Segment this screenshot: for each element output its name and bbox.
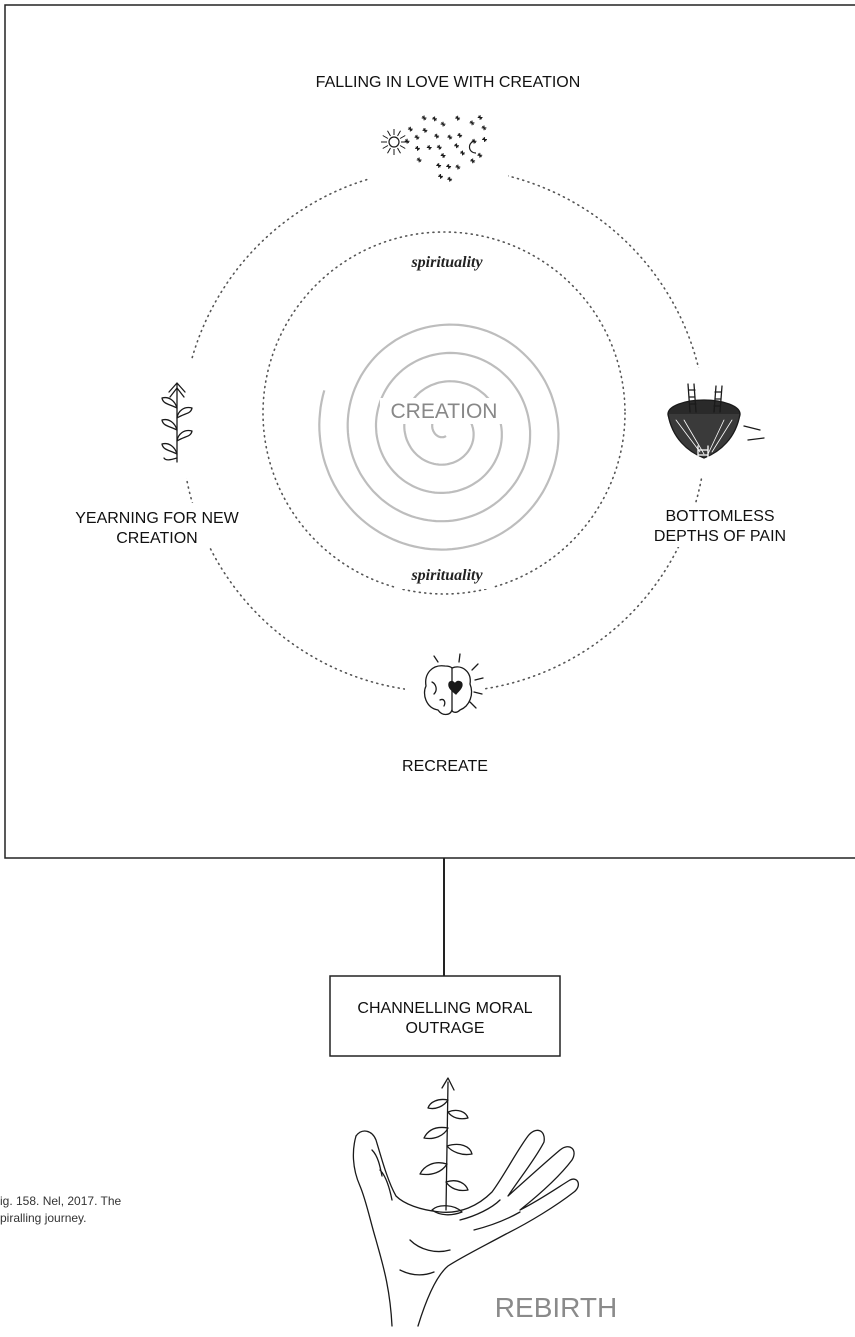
stage-bottomless-line1: BOTTOMLESS bbox=[665, 508, 774, 525]
star-mark bbox=[446, 164, 452, 169]
star-mark bbox=[426, 145, 432, 150]
star-mark bbox=[422, 127, 428, 133]
outrage-line1: CHANNELLING MORAL bbox=[357, 1000, 532, 1017]
spirituality-top-label: spirituality bbox=[410, 254, 483, 271]
arrow-sprout-icon bbox=[161, 382, 193, 463]
star-mark bbox=[455, 164, 461, 170]
stage-recreate: RECREATE bbox=[402, 758, 488, 775]
star-mark bbox=[460, 150, 465, 156]
stage-falling-in-love: FALLING IN LOVE WITH CREATION bbox=[316, 74, 581, 91]
star-mark bbox=[457, 132, 463, 138]
star-mark bbox=[469, 120, 475, 126]
brain-heart-icon bbox=[423, 653, 484, 716]
sun-ray bbox=[397, 147, 401, 154]
center-creation-label: CREATION bbox=[391, 400, 498, 423]
star-mark bbox=[481, 125, 487, 131]
star-mark bbox=[434, 133, 440, 139]
star-mark bbox=[438, 173, 443, 179]
star-mark bbox=[440, 153, 446, 158]
channelling-outrage-box: CHANNELLING MORAL OUTRAGE bbox=[329, 975, 561, 1057]
star-mark bbox=[436, 144, 442, 150]
sun-ray bbox=[387, 130, 391, 137]
star-mark bbox=[447, 134, 453, 140]
star-mark bbox=[416, 157, 422, 163]
pit-with-ladders-icon bbox=[667, 383, 765, 459]
rebirth-label: REBIRTH bbox=[495, 1292, 617, 1323]
star-mark bbox=[432, 116, 438, 122]
star-mark bbox=[407, 126, 413, 132]
diagram-frame bbox=[4, 4, 855, 859]
stars-heart-icon bbox=[381, 115, 487, 182]
star-mark bbox=[404, 138, 410, 144]
inner-spirituality-circle bbox=[262, 231, 626, 595]
star-mark bbox=[477, 152, 483, 158]
hand-holding-seedling-icon bbox=[352, 1077, 580, 1327]
spirituality-bottom-label: spirituality bbox=[410, 567, 483, 584]
star-mark bbox=[454, 143, 459, 149]
sun-ray bbox=[397, 130, 401, 137]
star-mark bbox=[415, 145, 420, 151]
star-mark bbox=[414, 134, 420, 140]
sun-ray bbox=[387, 147, 391, 154]
sun-ray bbox=[382, 135, 389, 139]
sun-ray bbox=[399, 145, 406, 149]
figure-caption-line2: piralling journey. bbox=[0, 1211, 87, 1225]
moon-mark bbox=[468, 140, 477, 154]
figure-caption-line1: ig. 158. Nel, 2017. The bbox=[0, 1194, 122, 1208]
star-mark bbox=[447, 176, 453, 182]
outrage-line2: OUTRAGE bbox=[405, 1020, 484, 1037]
sun-ray bbox=[382, 145, 389, 149]
creation-spiral bbox=[318, 323, 560, 551]
sun-mark bbox=[388, 136, 400, 148]
outer-cycle-circle bbox=[181, 167, 707, 693]
star-mark bbox=[477, 115, 483, 120]
star-mark bbox=[482, 137, 487, 142]
star-mark bbox=[440, 121, 446, 127]
stage-bottomless-line2: DEPTHS OF PAIN bbox=[654, 528, 786, 545]
star-mark bbox=[455, 115, 461, 121]
sun-ray bbox=[399, 135, 406, 139]
star-mark bbox=[470, 158, 476, 164]
stage-yearning-line1: YEARNING FOR NEW bbox=[75, 510, 239, 527]
stage-yearning-line2: CREATION bbox=[116, 530, 197, 547]
star-mark bbox=[436, 163, 442, 168]
star-mark bbox=[421, 115, 427, 121]
